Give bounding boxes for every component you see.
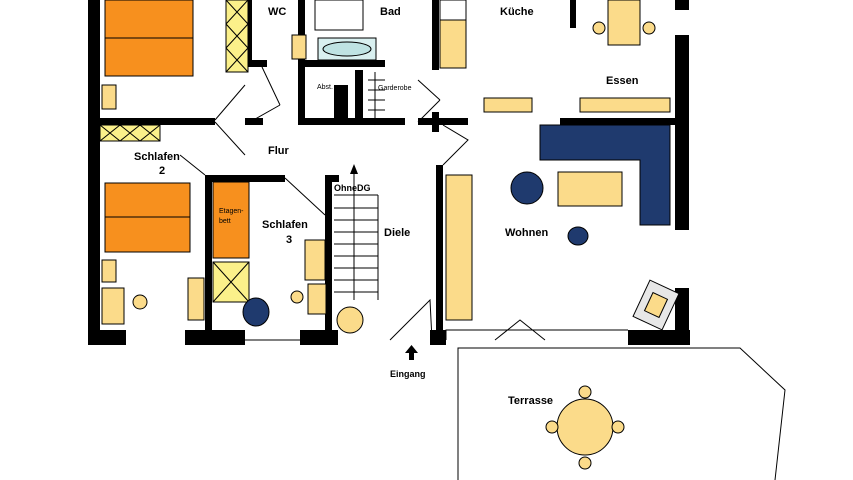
label-abst: Abst. xyxy=(317,84,333,91)
bedroom-2-furniture xyxy=(99,124,205,325)
label-diele: Diele xyxy=(384,227,410,239)
doors xyxy=(100,66,628,341)
staircase xyxy=(334,164,379,334)
label-schlafen-2: Schlafen xyxy=(134,151,180,163)
living-furniture xyxy=(445,124,680,331)
label-bad: Bad xyxy=(380,6,401,18)
label-wc: WC xyxy=(268,6,286,18)
label-schlafen-2-number: 2 xyxy=(159,165,165,177)
walls xyxy=(88,0,690,345)
label-etagenbett-2: bett xyxy=(219,218,231,225)
label-flur: Flur xyxy=(268,145,289,157)
label-terrasse: Terrasse xyxy=(508,395,553,407)
label-wohnen: Wohnen xyxy=(505,227,548,239)
label-schlafen-3: Schlafen xyxy=(262,219,308,231)
entrance-arrow-icon xyxy=(405,345,418,360)
bathroom-fixtures xyxy=(291,0,385,118)
label-etagenbett: Etagen- xyxy=(219,208,244,215)
label-kueche: Küche xyxy=(500,6,534,18)
bedroom-3-furniture xyxy=(212,181,327,327)
bedroom-1-beds xyxy=(101,0,249,110)
kitchen-furniture xyxy=(439,0,671,113)
label-eingang: Eingang xyxy=(390,369,426,379)
label-garderobe: Garderobe xyxy=(378,85,412,92)
label-ohne-dg: OhneDG xyxy=(334,183,371,193)
label-essen: Essen xyxy=(606,75,639,87)
label-schlafen-3-number: 3 xyxy=(286,234,292,246)
terrace xyxy=(457,347,786,480)
